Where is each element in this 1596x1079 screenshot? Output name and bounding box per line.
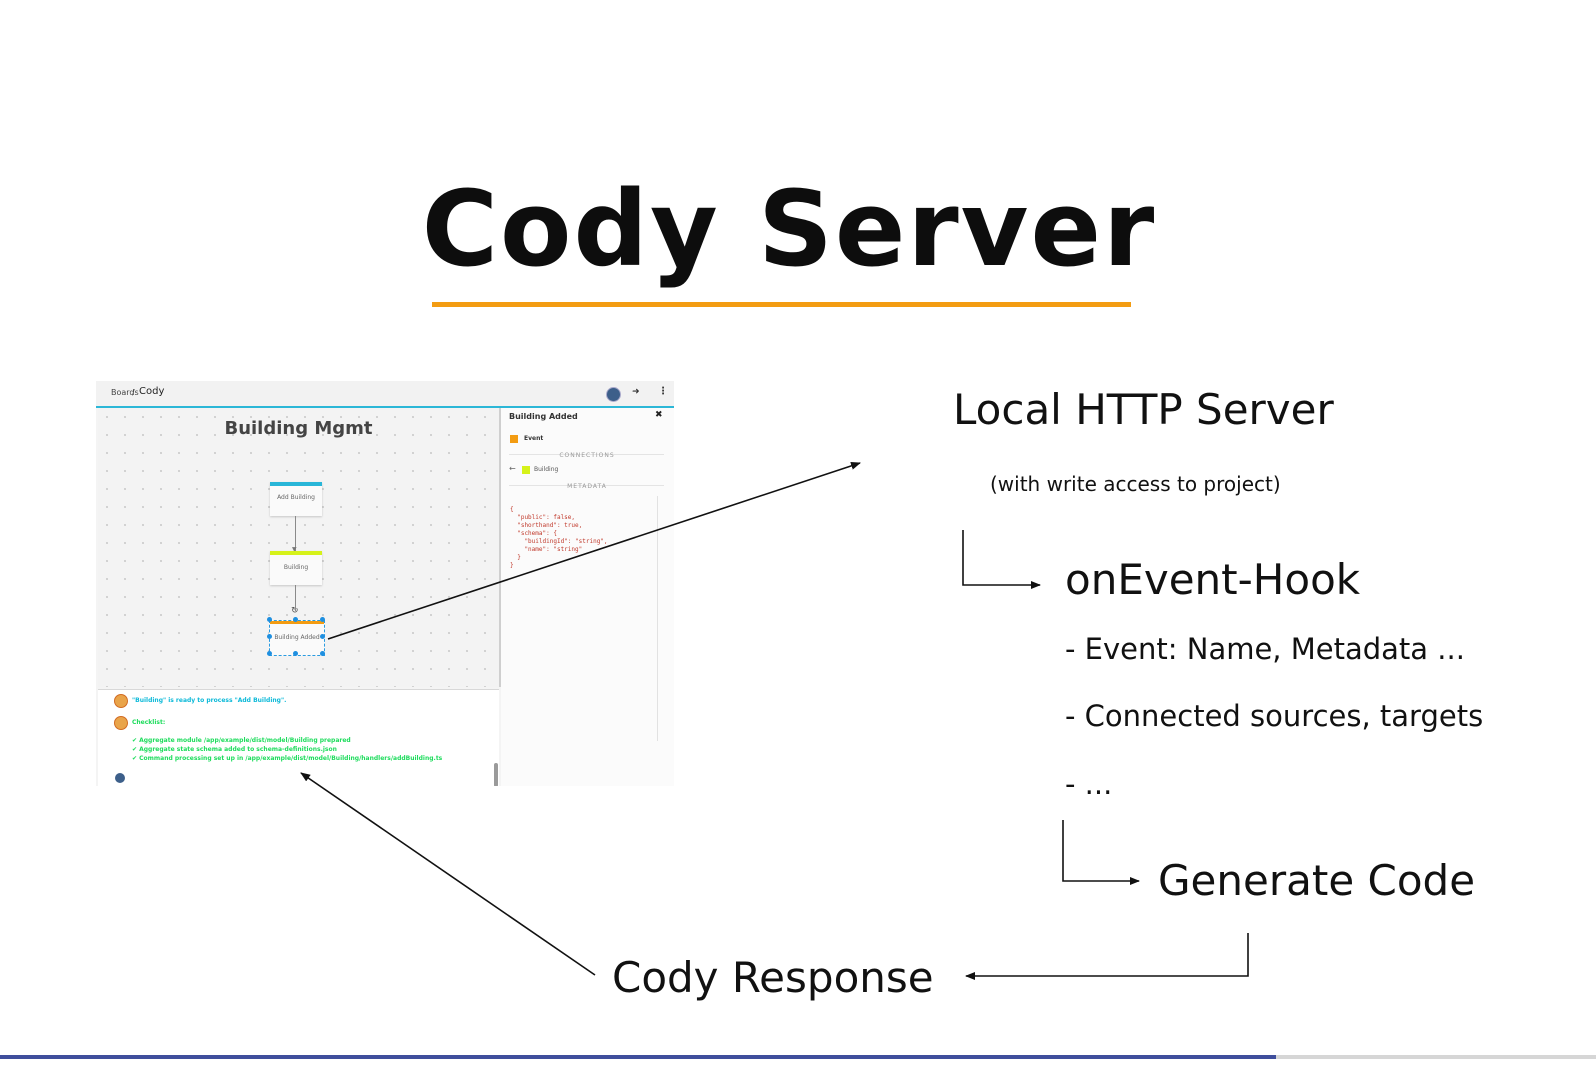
aggregate-sticky[interactable]: Building (270, 551, 322, 585)
checklist-item: ✔ Aggregate module /app/example/dist/mod… (132, 737, 351, 744)
connections-heading: CONNECTIONS (559, 452, 615, 459)
resize-handle[interactable] (293, 617, 298, 622)
board-canvas[interactable]: Building Mgmt Add Building ▼ Building ↻ … (98, 408, 501, 687)
hook-item: - Event: Name, Metadata ... (1065, 632, 1465, 666)
checklist-title: Checklist: (132, 719, 166, 726)
element-details-panel: Building Added ✖ Event CONNECTIONS ← Bui… (501, 408, 674, 786)
footer-progress-track (1276, 1055, 1596, 1059)
aggregate-swatch (522, 466, 530, 474)
refresh-icon: ↻ (291, 606, 299, 616)
cody-chat-panel: "Building" is ready to process "Add Buil… (98, 689, 499, 786)
resize-handle[interactable] (267, 651, 272, 656)
breadcrumb-current: Cody (139, 386, 165, 397)
server-heading: Local HTTP Server (953, 385, 1334, 434)
element-type-label: Event (524, 435, 544, 442)
connector-line (295, 585, 296, 611)
hook-item: - Connected sources, targets (1065, 699, 1484, 733)
connector-line (295, 516, 296, 552)
arrow-down-icon: ▼ (292, 546, 297, 553)
section-divider (509, 454, 664, 455)
arrow-left-icon: ← (509, 464, 516, 473)
resize-handle[interactable] (267, 634, 272, 639)
app-topbar: Boards / Cody ➜ ⋮ (96, 381, 674, 408)
user-avatar (115, 773, 125, 783)
editor-gutter-line (657, 496, 658, 741)
cody-bot-icon (114, 694, 128, 708)
command-sticky-color-bar (270, 482, 322, 486)
arrow-to-response (965, 933, 1249, 980)
generate-code-label: Generate Code (1158, 856, 1476, 905)
event-sticky-label: Building Added (274, 634, 320, 641)
server-subheading: (with write access to project) (990, 472, 1281, 496)
arrow-to-hook (962, 530, 1041, 589)
arrow-to-generate (1062, 820, 1140, 885)
title-underline (432, 302, 1131, 307)
event-sticky[interactable]: Building Added (269, 620, 325, 656)
resize-handle[interactable] (320, 651, 325, 656)
chat-message: "Building" is ready to process "Add Buil… (132, 697, 287, 704)
footer-progress-bar (0, 1055, 1276, 1059)
user-avatar[interactable] (606, 387, 621, 402)
close-icon[interactable]: ✖ (655, 410, 663, 420)
slide-title: Cody Server (421, 168, 1157, 290)
panel-title: Building Added (509, 412, 578, 421)
cody-bot-icon (114, 716, 128, 730)
resize-handle[interactable] (267, 617, 272, 622)
checklist-item: ✔ Command processing set up in /app/exam… (132, 755, 443, 762)
metadata-heading: METADATA (567, 483, 607, 490)
chat-scrollbar[interactable] (494, 763, 498, 786)
checklist-item: ✔ Aggregate state schema added to schema… (132, 746, 337, 753)
breadcrumb-separator: / (132, 388, 135, 397)
cody-response-label: Cody Response (612, 953, 934, 1002)
aggregate-sticky-color-bar (270, 551, 322, 555)
breadcrumb-root[interactable]: Boards (111, 388, 139, 397)
hook-label: onEvent-Hook (1065, 555, 1361, 604)
metadata-json-editor[interactable]: { "public": false, "shorthand": true, "s… (510, 506, 608, 569)
resize-handle[interactable] (293, 651, 298, 656)
resize-handle[interactable] (320, 617, 325, 622)
connection-item[interactable]: Building (534, 466, 559, 473)
arrow-to-server (327, 462, 861, 640)
exit-icon[interactable]: ➜ (632, 387, 640, 397)
aggregate-sticky-label: Building (283, 564, 309, 571)
arrow-to-chat (300, 772, 596, 976)
section-divider (509, 485, 664, 486)
app-screenshot: Boards / Cody ➜ ⋮ Building Mgmt Add Buil… (96, 381, 674, 786)
hook-item: - ... (1065, 767, 1113, 801)
more-vertical-icon[interactable]: ⋮ (658, 386, 668, 397)
resize-handle[interactable] (320, 634, 325, 639)
command-sticky-label: Add Building (277, 494, 315, 501)
command-sticky[interactable]: Add Building (270, 482, 322, 516)
event-type-swatch (510, 435, 518, 443)
event-sticky-color-bar (270, 621, 324, 624)
board-title: Building Mgmt (224, 418, 373, 439)
